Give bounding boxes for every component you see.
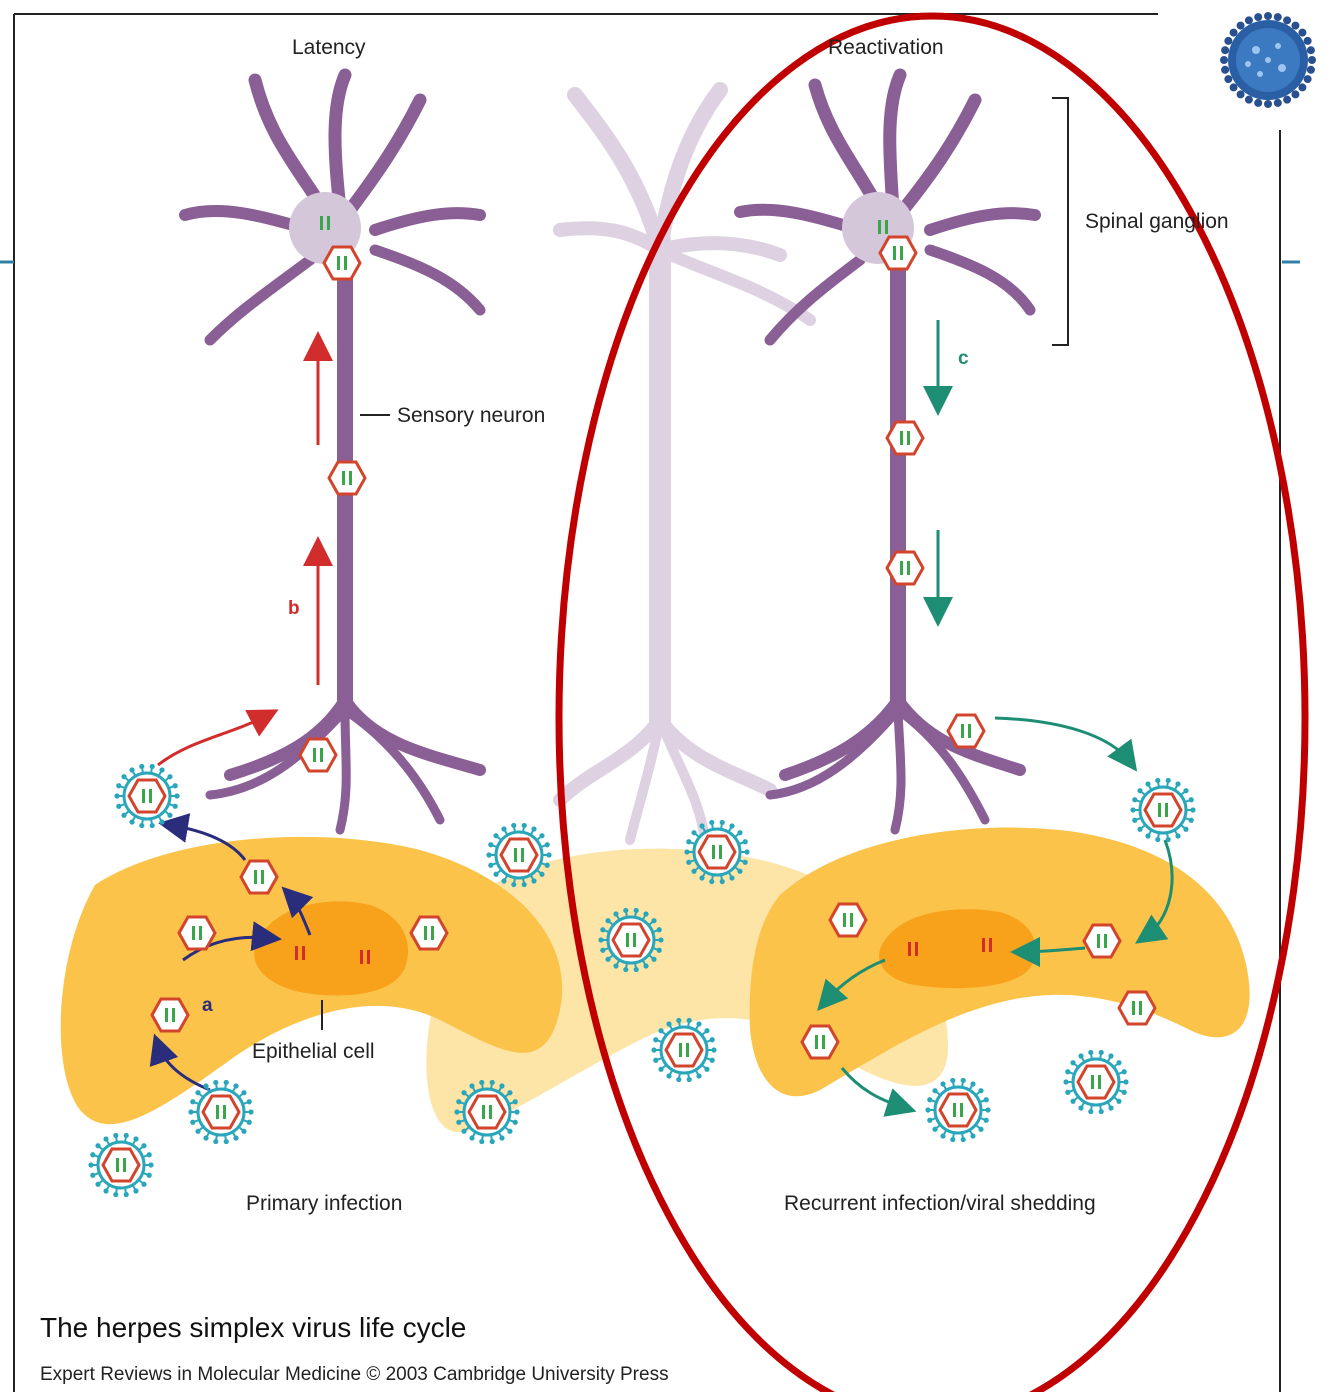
enveloped-virion-icon bbox=[925, 1078, 990, 1142]
capsid-icon bbox=[241, 861, 277, 893]
label-epithelial-cell: Epithelial cell bbox=[252, 1040, 375, 1064]
capsid-icon bbox=[802, 1026, 838, 1058]
label-primary-infection: Primary infection bbox=[246, 1192, 402, 1216]
capsid-icon bbox=[329, 462, 365, 494]
enveloped-virion-icon bbox=[1063, 1050, 1128, 1114]
spinal-ganglion-bracket bbox=[1052, 98, 1068, 345]
label-sensory-neuron: Sensory neuron bbox=[397, 404, 545, 428]
label-spinal-ganglion: Spinal ganglion bbox=[1085, 210, 1229, 234]
capsid-icon bbox=[179, 917, 215, 949]
capsid-icon bbox=[830, 904, 866, 936]
step-letter-b: b bbox=[288, 598, 300, 620]
capsid-icon bbox=[324, 247, 360, 279]
enveloped-virion-icon bbox=[1130, 778, 1195, 842]
step-letter-a: a bbox=[202, 995, 213, 1017]
neuron-reactivation bbox=[740, 75, 1035, 830]
neuron-latency bbox=[185, 75, 480, 830]
label-latency: Latency bbox=[292, 36, 366, 60]
label-recurrent-infection: Recurrent infection/viral shedding bbox=[784, 1192, 1096, 1216]
capsid-icon bbox=[1084, 925, 1120, 957]
figure-caption-title: The herpes simplex virus life cycle bbox=[40, 1312, 466, 1344]
enveloped-virion-icon bbox=[88, 1133, 153, 1197]
capsid-icon bbox=[880, 237, 916, 269]
capsid-icon bbox=[887, 422, 923, 454]
enveloped-virion-icon bbox=[114, 764, 179, 828]
capsid-icon bbox=[887, 552, 923, 584]
label-reactivation: Reactivation bbox=[828, 36, 944, 60]
figure-caption-credit: Expert Reviews in Molecular Medicine © 2… bbox=[40, 1364, 669, 1386]
capsid-icon bbox=[300, 739, 336, 771]
capsid-icon bbox=[411, 917, 447, 949]
enveloped-virion-icon bbox=[188, 1080, 253, 1144]
neuron-faded-middle bbox=[560, 90, 810, 840]
virus-icon bbox=[1220, 12, 1316, 108]
capsid-icon bbox=[1119, 992, 1155, 1024]
capsid-icon bbox=[152, 999, 188, 1031]
capsid-icon bbox=[948, 715, 984, 747]
step-letter-c: c bbox=[958, 348, 969, 370]
arrows-ascending bbox=[158, 343, 318, 765]
